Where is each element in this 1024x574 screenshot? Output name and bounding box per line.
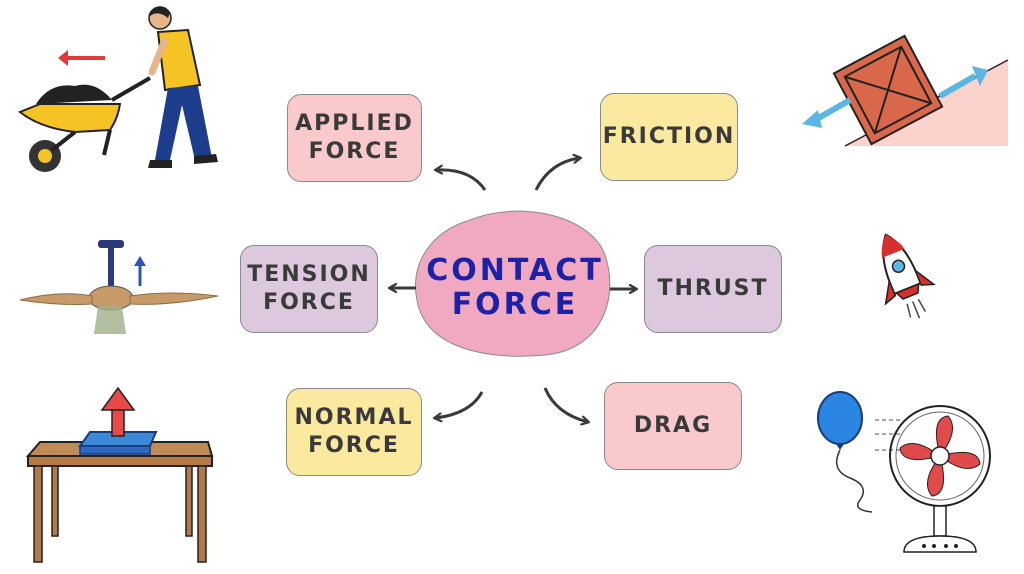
node-drag: DRAG (604, 382, 742, 470)
node-normal-force: NORMAL FORCE (286, 388, 422, 476)
node-applied-force-line2: FORCE (308, 139, 401, 164)
node-tension-force-line1: TENSION (247, 262, 371, 287)
center-label-line1: CONTACT (426, 253, 604, 288)
box-on-incline-icon (802, 34, 1009, 147)
book-on-table-icon (25, 386, 214, 563)
node-tension-force-line2: FORCE (263, 290, 355, 315)
node-normal-force-line2: FORCE (308, 433, 400, 458)
node-applied-force: APPLIED FORCE (287, 94, 422, 182)
center-label-line2: FORCE (451, 287, 579, 322)
node-applied-force-line1: APPLIED (295, 111, 414, 136)
node-thrust: THRUST (644, 245, 782, 333)
arrow-to-normal-force (435, 391, 484, 418)
rocket-icon (881, 233, 936, 319)
node-drag-line1: DRAG (633, 413, 713, 438)
center-blob (415, 210, 611, 357)
balloon-and-fan-icon (817, 391, 991, 553)
node-thrust-line1: THRUST (657, 276, 769, 301)
wheelbarrow-person-icon (18, 6, 218, 172)
arrow-to-friction (534, 158, 580, 191)
arrow-to-drag (543, 387, 588, 422)
center-node-contact-force: CONTACT FORCE (420, 248, 610, 328)
ceiling-fan-icon (19, 240, 219, 334)
arrow-to-applied-force (436, 170, 487, 191)
node-friction-line1: FRICTION (602, 124, 736, 149)
node-normal-force-line1: NORMAL (294, 405, 414, 430)
node-friction: FRICTION (600, 93, 738, 181)
node-tension-force: TENSION FORCE (240, 245, 378, 333)
